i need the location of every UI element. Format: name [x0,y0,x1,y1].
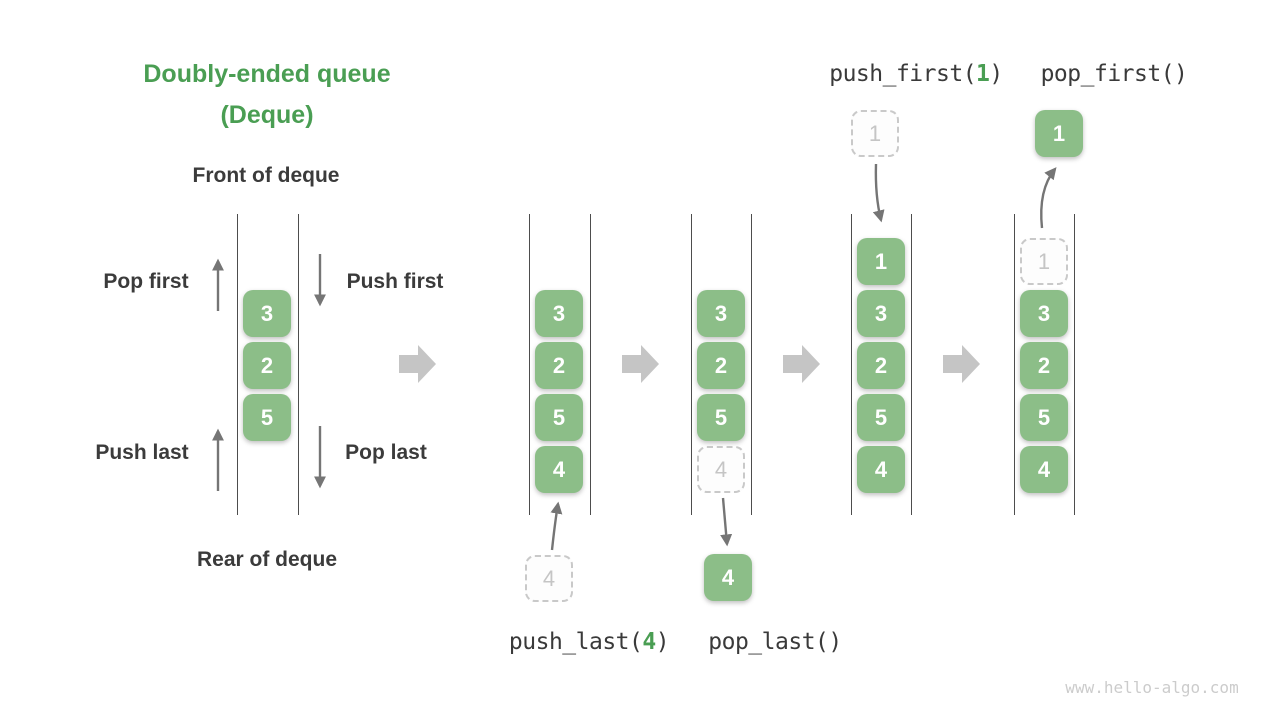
queue2-left-wall [528,214,530,515]
push-first-label: Push first [346,270,444,293]
queue5-right-wall [1073,214,1075,515]
queue-cell: 1 [857,238,905,285]
queue3-right-wall [750,214,752,515]
front-of-deque-label: Front of deque [192,164,340,187]
push-last-label: Push last [95,441,189,464]
pop-last-remove-arrow-icon [720,497,733,547]
queue-cell: 5 [857,394,905,441]
pop-last-caption: pop_last() [708,629,842,655]
queue3-left-wall [690,214,692,515]
push-last-caption-arg: 4 [642,629,656,655]
push-first-caption-pre: push_first( [829,61,977,87]
queue4-left-wall [850,214,852,515]
pop-first-caption: pop_first() [1040,61,1188,87]
queue-cell: 5 [535,394,583,441]
queue-cell-removed: 4 [697,446,745,493]
pop-last-outgoing-cell: 4 [704,554,752,601]
queue1-right-wall [297,214,299,515]
push-last-caption-pre: push_last( [508,629,643,655]
push-first-caption-arg: 1 [976,61,990,87]
queue-cell: 2 [697,342,745,389]
queue-cell: 3 [857,290,905,337]
pop-first-label: Pop first [103,270,189,293]
push-first-caption: push_first(1) [829,61,1003,87]
queue-cell: 5 [697,394,745,441]
pop-last-label: Pop last [345,441,427,464]
queue-cell: 3 [697,290,745,337]
queue-cell: 3 [535,290,583,337]
queue-cell: 5 [1020,394,1068,441]
push-last-incoming-cell: 4 [525,555,573,602]
queue5-left-wall [1013,214,1015,515]
queue-cell: 2 [243,342,291,389]
push-first-incoming-cell: 1 [851,110,899,157]
queue-cell: 5 [243,394,291,441]
queue-cell-removed: 1 [1020,238,1068,285]
push-first-insert-arrow-icon [872,163,885,223]
queue-cell: 2 [1020,342,1068,389]
diagram-title-line1: Doubly-ended queue [143,60,391,88]
queue-cell: 2 [535,342,583,389]
diagram-title-line2: (Deque) [220,101,314,129]
rear-of-deque-label: Rear of deque [196,548,338,571]
queue-cell: 4 [857,446,905,493]
transition-arrow-icon-1 [399,345,436,383]
queue2-right-wall [589,214,591,515]
watermark: www.hello-algo.com [1065,678,1239,697]
transition-arrow-icon-3 [783,345,820,383]
queue4-right-wall [910,214,912,515]
queue-cell: 3 [1020,290,1068,337]
queue-cell: 4 [1020,446,1068,493]
push-last-caption: push_last(4) [508,629,670,655]
push-last-insert-arrow-icon [550,501,563,551]
push-first-caption-post: ) [989,61,1003,87]
queue-cell: 4 [535,446,583,493]
pop-first-remove-arrow-icon [1040,167,1057,229]
queue1-left-wall [236,214,238,515]
pop-first-outgoing-cell: 1 [1035,110,1083,157]
transition-arrow-icon-2 [622,345,659,383]
queue-cell: 3 [243,290,291,337]
push-last-caption-post: ) [655,629,670,655]
transition-arrow-icon-4 [943,345,980,383]
queue-cell: 2 [857,342,905,389]
